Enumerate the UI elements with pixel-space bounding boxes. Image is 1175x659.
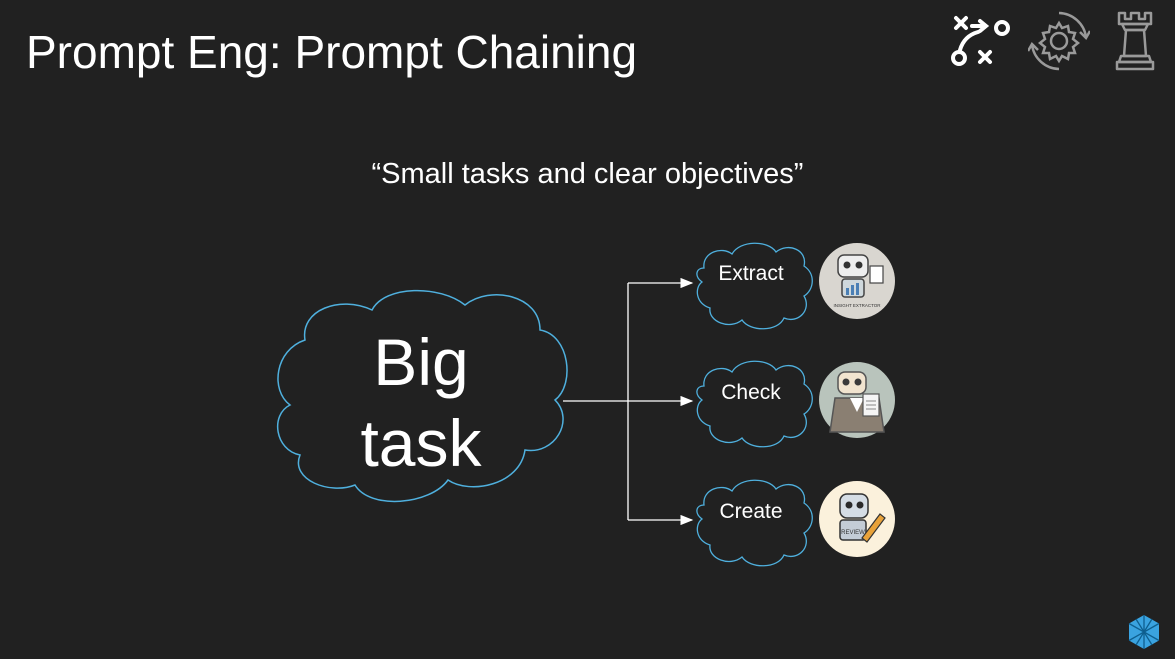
- writer-robot-avatar: REVIEW: [819, 481, 895, 557]
- big-task-label-line1: Big: [373, 325, 468, 399]
- step-cloud-create: [696, 479, 813, 567]
- step-label-create: Create: [719, 500, 782, 523]
- step-cloud-extract: [696, 242, 813, 330]
- chess-rook-icon: [1115, 11, 1155, 71]
- big-task-cloud: Big task: [276, 289, 568, 503]
- slide-subtitle: “Small tasks and clear objectives”: [371, 158, 804, 190]
- writer-badge-text: REVIEW: [841, 530, 865, 536]
- step-cloud-check: [696, 360, 813, 448]
- step-label-check: Check: [721, 381, 781, 404]
- gear-cycle-icon: [1028, 11, 1090, 71]
- insight-extractor-badge-text: INSIGHT EXTRACTOR: [833, 303, 881, 308]
- play-diagram-icon: [951, 16, 1010, 66]
- reviewer-robot-avatar: [819, 362, 895, 438]
- big-task-label-line2: task: [360, 406, 482, 480]
- step-label-extract: Extract: [718, 262, 784, 285]
- insight-extractor-robot-avatar: INSIGHT EXTRACTOR: [819, 243, 895, 319]
- logo-hexagon-icon: [1128, 615, 1160, 649]
- chain-connectors: [563, 277, 694, 526]
- slide-title: Prompt Eng: Prompt Chaining: [26, 26, 638, 78]
